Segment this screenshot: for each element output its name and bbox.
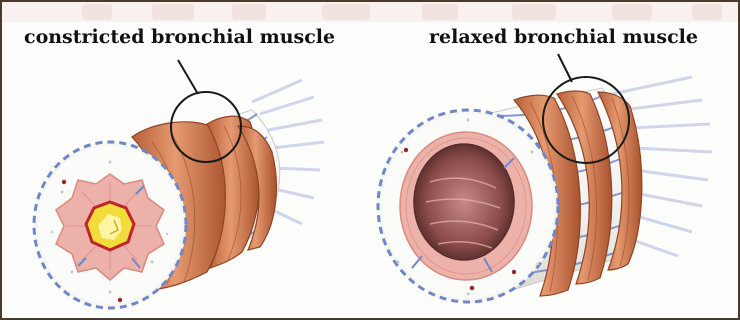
cross-section-constricted — [34, 142, 186, 308]
cross-section-relaxed — [378, 110, 558, 302]
constricted-bronchus-illustration — [34, 60, 324, 308]
label-constricted-bronchial-muscle: constricted bronchial muscle — [24, 26, 335, 48]
relaxed-bronchus-illustration — [378, 54, 712, 302]
label-relaxed-bronchial-muscle: relaxed bronchial muscle — [429, 26, 698, 48]
watermark-band — [2, 2, 738, 22]
